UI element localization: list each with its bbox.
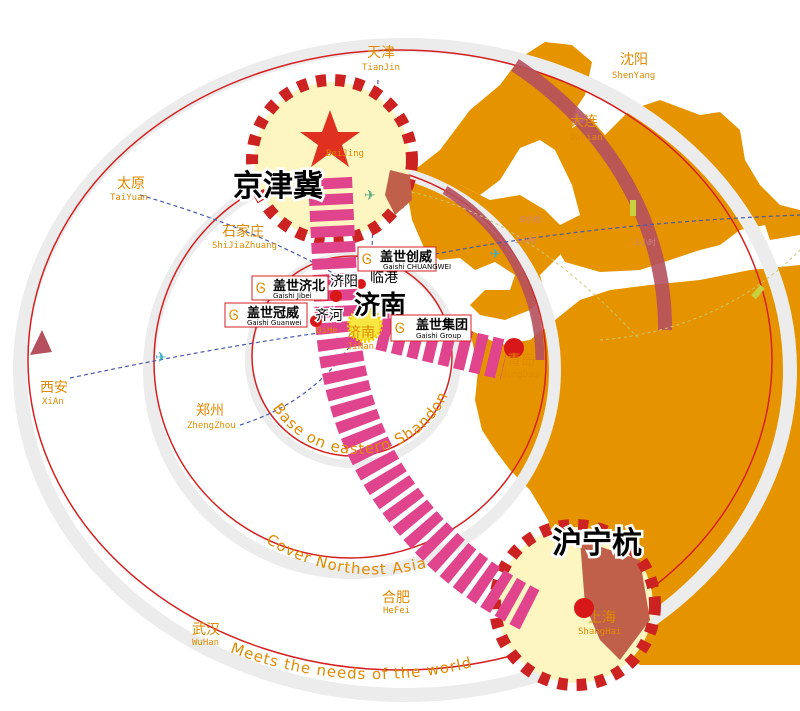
- city-cn: 太原: [117, 176, 145, 192]
- outer-ring-band: [511, 59, 673, 331]
- city-cn: 武汉: [192, 622, 220, 638]
- city-cn: 合肥: [382, 590, 410, 606]
- hub-beijing: [246, 74, 418, 246]
- ship-icon: [751, 284, 765, 300]
- city-cn: 石家庄: [222, 223, 264, 240]
- company-logo-icon: Ꮆ: [229, 308, 239, 324]
- company-card: Ꮆ 盖世创威 Gaishi CHUANGWEI: [357, 246, 451, 272]
- company-en: Gaishi Jibei: [273, 292, 312, 300]
- company-logo-icon: Ꮆ: [256, 281, 266, 297]
- airplane-icon: ✈: [490, 247, 501, 262]
- town-qihe: 齐河: [315, 308, 343, 324]
- city-en: ShangHai: [578, 627, 621, 637]
- region-label-huninghang: 沪宁杭: [552, 526, 642, 561]
- circular-arrow-icon: [30, 330, 52, 355]
- travel-time-ship: 9小时: [520, 214, 541, 224]
- company-logo-icon: Ꮆ: [362, 252, 372, 268]
- star-icon: [300, 110, 360, 167]
- company-cn: 盖世创威: [380, 249, 432, 265]
- city-en: BeiJing: [326, 149, 364, 159]
- outer-ring: [27, 49, 773, 671]
- city-en: ShenYang: [612, 71, 655, 81]
- region-label-jingjinji: 京津冀: [233, 169, 323, 204]
- city-en: HeFei: [383, 606, 410, 616]
- city-en: DaLian: [570, 133, 603, 143]
- city-dot-icon: [310, 315, 322, 327]
- route-zhengzhou: [239, 329, 361, 426]
- city-cn: 青岛: [507, 353, 535, 369]
- ship-icon: [630, 200, 636, 216]
- city-cn: 西安: [40, 380, 68, 396]
- city-cn: 郑州: [196, 403, 224, 419]
- city-cn: 大连: [570, 114, 598, 130]
- city-labels: 天津 TianJin 沈阳 ShenYang 大连 DaLian 太原 TaiY…: [40, 45, 655, 648]
- ship-route-1: [399, 189, 641, 341]
- city-en: QingDao: [501, 370, 539, 380]
- town-linggang: 临港: [370, 270, 398, 286]
- city-cn: 上海: [588, 610, 616, 626]
- airplane-icon: ✈: [364, 188, 376, 204]
- company-en: Gaishi CHUANGWEI: [383, 263, 451, 271]
- city-en: ShiJiaZhuang: [212, 241, 277, 251]
- company-logo-icon: Ꮆ: [395, 321, 405, 337]
- middle-ring-caption: Cover Northest Asia: [263, 530, 428, 578]
- city-dot-icon: [504, 338, 524, 358]
- city-dot-icon: [574, 598, 594, 618]
- company-cn: 盖世冠威: [247, 305, 299, 321]
- city-dot-icon: [330, 290, 342, 302]
- city-cn: 济南: [347, 325, 375, 341]
- airplane-icon: ✈: [155, 350, 167, 366]
- city-en: TaiYuan: [110, 193, 148, 203]
- city-en: TianJin: [362, 63, 400, 73]
- corridor-main: [308, 176, 540, 630]
- company-cn: 盖世济北: [273, 278, 325, 294]
- outer-ring-shadow: [13, 38, 797, 702]
- company-card: Ꮆ 盖世集团 Gaishi Group: [390, 314, 472, 342]
- city-en: XiAn: [42, 397, 64, 407]
- jinan-sun-icon: [347, 307, 383, 343]
- travel-time-other: 1小时: [635, 237, 656, 247]
- company-en: Gaishi Group: [416, 332, 462, 340]
- city-en: ZhengZhou: [187, 421, 236, 431]
- city-en: WuHan: [192, 638, 219, 648]
- travel-time-flight: 3小时: [515, 235, 536, 245]
- city-en: JiNan: [347, 342, 374, 352]
- city-cn: 天津: [367, 45, 395, 61]
- city-cn: 沈阳: [620, 52, 648, 68]
- company-cn: 盖世集团: [416, 317, 468, 333]
- town-qihe-en: QiHe: [316, 326, 338, 336]
- route-xian: [69, 324, 381, 379]
- middle-ring-band: [442, 186, 545, 361]
- company-card: Ꮆ 盖世冠威 Gaishi Guanwei: [224, 302, 308, 328]
- city-dot-icon: [356, 279, 366, 289]
- company-en: Gaishi Guanwei: [247, 319, 302, 327]
- ship-routes: [399, 189, 800, 341]
- company-card: Ꮆ 盖世济北 Gaishi Jibei: [251, 275, 329, 301]
- region-label-jinan: 济南: [354, 291, 406, 321]
- town-jiyang: 济阳: [330, 274, 358, 290]
